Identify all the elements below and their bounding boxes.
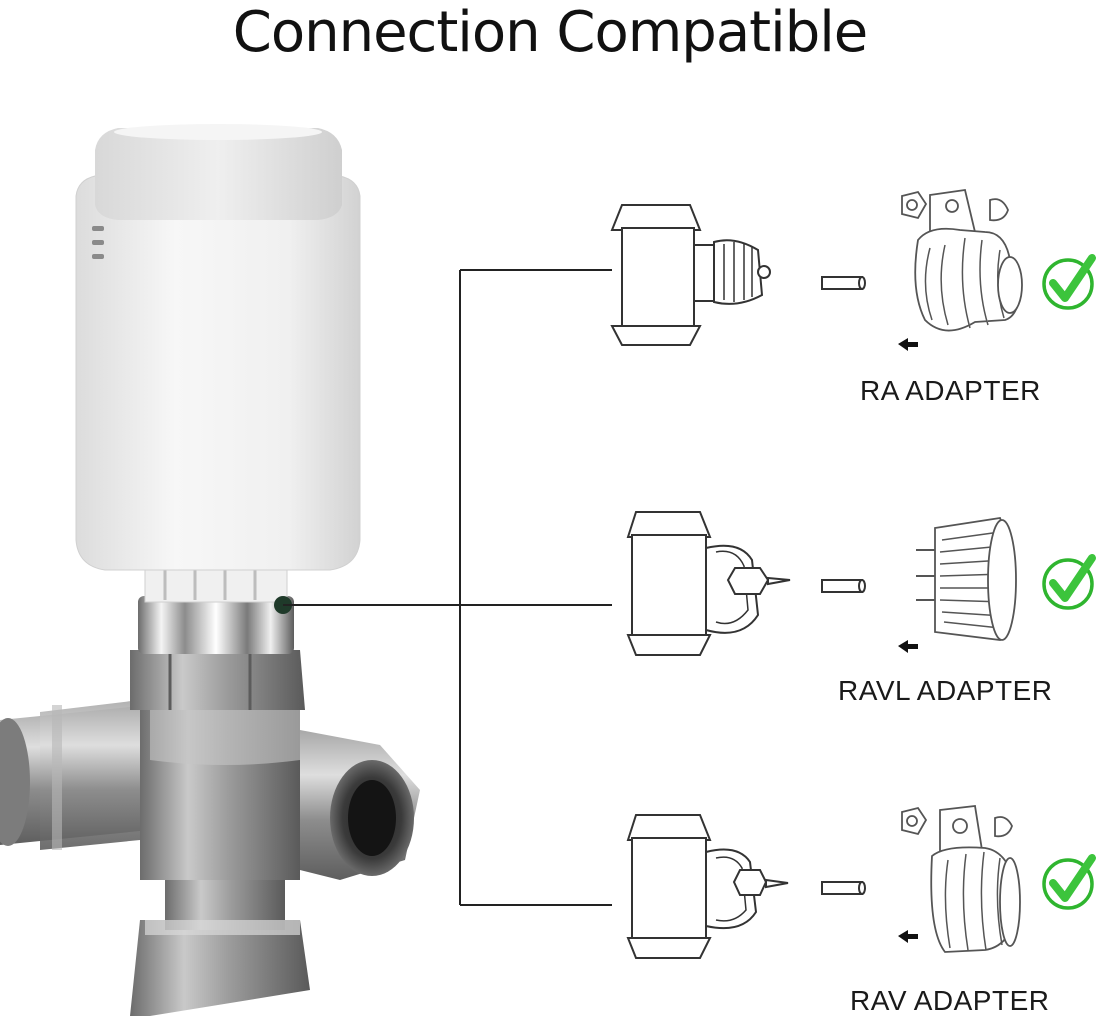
valve-drawing-rav bbox=[626, 814, 789, 959]
pin-rav bbox=[821, 881, 866, 895]
pin-ravl bbox=[821, 579, 866, 593]
page-title: Connection Compatible bbox=[232, 0, 869, 65]
connector-lines bbox=[283, 269, 612, 906]
check-circle-icon bbox=[1042, 254, 1096, 310]
arrow-left-icon bbox=[898, 640, 918, 653]
adapter-label-ra: RA ADAPTER bbox=[860, 375, 1041, 406]
adapter-drawing-rav bbox=[901, 805, 1021, 953]
adapter-drawing-ra bbox=[901, 188, 1023, 332]
adapter-drawing-ravl bbox=[916, 517, 1017, 641]
check-circle-icon bbox=[1042, 554, 1096, 610]
adapter-label-ravl: RAVL ADAPTER bbox=[838, 675, 1053, 706]
check-circle-icon bbox=[1042, 854, 1096, 910]
adapter-label-rav: RAV ADAPTER bbox=[850, 985, 1050, 1016]
valve-drawing-ra bbox=[610, 204, 771, 346]
arrow-left-icon bbox=[898, 930, 918, 943]
arrow-left-icon bbox=[898, 338, 918, 351]
pin-ra bbox=[821, 276, 866, 290]
valve-drawing-ravl bbox=[626, 511, 791, 656]
thermostat-valve-photo bbox=[0, 124, 420, 1016]
